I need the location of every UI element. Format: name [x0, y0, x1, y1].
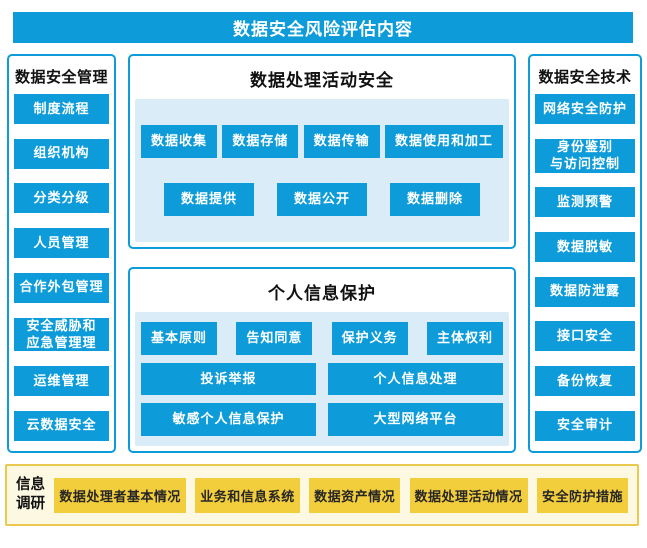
right-panel-items: 网络安全防护 身份鉴别 与访问控制 监测预警 数据脱敏 数据防泄露 接口安全 备…: [535, 94, 635, 441]
center-bottom-inner-panel: 基本原则 告知同意 保护义务 主体权利 投诉举报 个人信息处理 敏感个人信息保护…: [135, 312, 509, 446]
node-left-5: 安全威胁和 应急管理理: [14, 317, 109, 352]
left-panel-items: 制度流程 组织机构 分类分级 人员管理 合作外包管理 安全威胁和 应急管理理 运…: [14, 94, 109, 441]
node-right-2: 监测预警: [535, 187, 635, 218]
node-pip-2: 保护义务: [331, 321, 408, 355]
node-right-1: 身份鉴别 与访问控制: [535, 138, 635, 173]
node-right-0: 网络安全防护: [535, 94, 635, 124]
center-panel-personal-information-protection: 个人信息保护 基本原则 告知同意 保护义务 主体权利 投诉举报 个人信息处理 敏…: [128, 267, 516, 453]
page-title: 数据安全风险评估内容: [13, 12, 633, 43]
node-right-6: 备份恢复: [535, 366, 635, 397]
node-survey-2: 数据资产情况: [309, 477, 401, 513]
diagram-body: 数据安全管理 制度流程 组织机构 分类分级 人员管理 合作外包管理 安全威胁和 …: [7, 54, 642, 453]
node-pip-1: 告知同意: [236, 321, 313, 355]
node-survey-0: 数据处理者基本情况: [54, 477, 186, 513]
node-left-7: 云数据安全: [14, 410, 109, 441]
node-pip-3: 主体权利: [426, 321, 503, 355]
node-right-5: 接口安全: [535, 321, 635, 352]
center-bottom-row-2: 投诉举报 个人信息处理: [141, 362, 503, 396]
left-panel-data-security-management: 数据安全管理 制度流程 组织机构 分类分级 人员管理 合作外包管理 安全威胁和 …: [7, 54, 116, 453]
center-panel-data-processing-activity-security: 数据处理活动安全 数据收集 数据存储 数据传输 数据使用和加工 数据提供 数据公…: [128, 54, 516, 249]
node-survey-4: 安全防护措施: [536, 477, 628, 513]
left-panel-title: 数据安全管理: [14, 69, 108, 86]
node-left-3: 人员管理: [14, 228, 109, 259]
node-right-7: 安全审计: [535, 410, 635, 441]
node-processing-5: 数据公开: [276, 182, 367, 216]
center-top-row-2: 数据提供 数据公开 数据删除: [141, 182, 503, 216]
node-left-6: 运维管理: [14, 366, 109, 397]
center-bottom-row-1: 基本原则 告知同意 保护义务 主体权利: [141, 321, 503, 355]
node-left-1: 组织机构: [14, 138, 109, 169]
node-pip-6: 敏感个人信息保护: [141, 403, 316, 437]
node-pip-4: 投诉举报: [141, 362, 316, 396]
node-processing-3: 数据使用和加工: [384, 125, 503, 159]
node-processing-1: 数据存储: [222, 125, 299, 159]
node-survey-3: 数据处理活动情况: [409, 477, 528, 513]
right-panel-data-security-technology: 数据安全技术 网络安全防护 身份鉴别 与访问控制 监测预警 数据脱敏 数据防泄露…: [528, 54, 642, 453]
node-processing-2: 数据传输: [303, 125, 380, 159]
right-panel-title: 数据安全技术: [538, 69, 632, 86]
center-bottom-row-3: 敏感个人信息保护 大型网络平台: [141, 403, 503, 437]
node-pip-0: 基本原则: [141, 321, 218, 355]
center-bottom-title: 个人信息保护: [268, 284, 376, 303]
node-left-4: 合作外包管理: [14, 272, 109, 303]
center-column: 数据处理活动安全 数据收集 数据存储 数据传输 数据使用和加工 数据提供 数据公…: [128, 54, 516, 453]
node-left-0: 制度流程: [14, 94, 109, 124]
center-top-row-1: 数据收集 数据存储 数据传输 数据使用和加工: [141, 125, 503, 159]
node-processing-4: 数据提供: [163, 182, 254, 216]
node-right-3: 数据脱敏: [535, 231, 635, 262]
node-survey-1: 业务和信息系统: [195, 477, 300, 513]
node-right-4: 数据防泄露: [535, 276, 635, 307]
node-processing-0: 数据收集: [141, 125, 218, 159]
node-pip-7: 大型网络平台: [328, 403, 503, 437]
node-left-2: 分类分级: [14, 183, 109, 214]
survey-panel-information-research: 信息 调研 数据处理者基本情况 业务和信息系统 数据资产情况 数据处理活动情况 …: [5, 464, 639, 526]
survey-panel-label: 信息 调研: [16, 477, 45, 512]
center-top-title: 数据处理活动安全: [250, 71, 394, 90]
node-pip-5: 个人信息处理: [328, 362, 503, 396]
node-processing-6: 数据删除: [389, 182, 480, 216]
center-top-inner-panel: 数据收集 数据存储 数据传输 数据使用和加工 数据提供 数据公开 数据删除: [135, 99, 509, 242]
